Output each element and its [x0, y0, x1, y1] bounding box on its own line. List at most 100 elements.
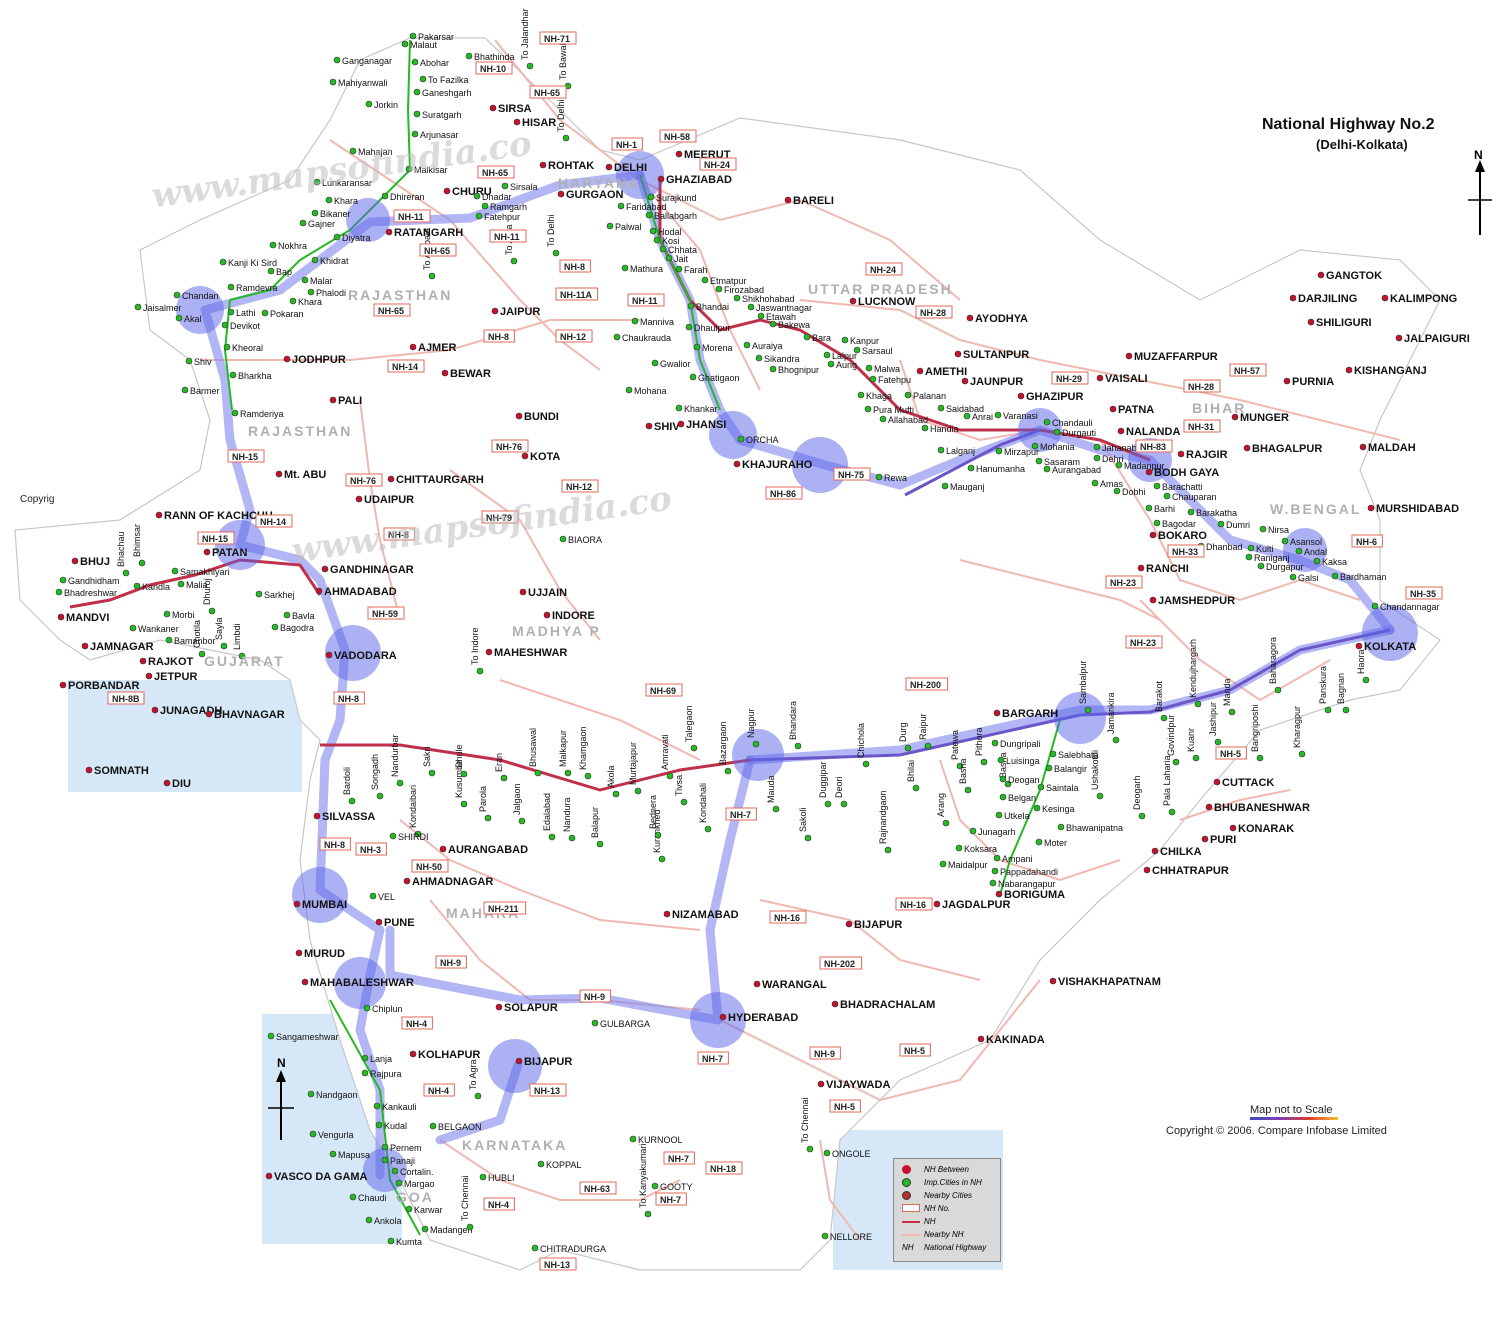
city-dot [1217, 520, 1225, 528]
nh-box [227, 449, 265, 463]
city-label: Murtajapur [628, 742, 638, 785]
city-dot [537, 1160, 545, 1168]
nh-label: NH-200 [910, 680, 941, 690]
city-label: Kesinga [1042, 804, 1075, 814]
nh-label: NH-24 [870, 265, 896, 275]
nh-box [1351, 534, 1383, 548]
city-dot [715, 285, 723, 293]
city-label: Bhandara [788, 701, 798, 740]
city-dot [737, 435, 745, 443]
city-label: Durgapur [1266, 562, 1304, 572]
city-dot [59, 576, 67, 584]
city-label: Fatehpur [484, 212, 520, 222]
city-dot [395, 1179, 403, 1187]
city-dot [155, 511, 163, 519]
city-label: Khara [298, 297, 322, 307]
city-dot [821, 1232, 829, 1240]
nh-box [107, 691, 145, 705]
city-dot [409, 1050, 417, 1058]
city-label: Malwa [874, 364, 900, 374]
legend-symbol [902, 1230, 920, 1239]
highlight-varanasi [1018, 408, 1062, 452]
nh-box [483, 901, 527, 915]
city-label: Andal [1304, 547, 1327, 557]
region-label: HARYANA [558, 175, 640, 191]
nh-label: NH-7 [702, 1054, 723, 1064]
city-label: PORBANDAR [68, 680, 140, 692]
city-dot [1053, 428, 1061, 436]
city-dot [665, 254, 673, 262]
city-label: SHILIGURI [1316, 317, 1372, 329]
city-dot [1112, 736, 1120, 744]
city-dot [325, 196, 333, 204]
city-label: Rewa [884, 473, 907, 483]
city-dot [411, 130, 419, 138]
city-label: Gwalior [660, 359, 691, 369]
city-label: Chichola [856, 723, 866, 758]
nh-box [355, 842, 387, 856]
city-dot [831, 1000, 839, 1008]
city-label: GHAZIPUR [1026, 391, 1084, 403]
city-dot [606, 222, 614, 230]
nh-box [1183, 419, 1221, 433]
city-label: Junagarh [978, 827, 1016, 837]
city-label: Dhaulpur [694, 323, 731, 333]
city-label: Chiplun [372, 1004, 403, 1014]
city-label: KONARAK [1238, 823, 1294, 835]
city-dot [181, 386, 189, 394]
city-dot [1115, 461, 1123, 469]
city-label: ONGOLE [832, 1149, 871, 1159]
city-dot [1043, 418, 1051, 426]
city-dot [1231, 413, 1239, 421]
region-label: GUJARAT [204, 653, 285, 669]
city-dot [501, 182, 509, 190]
city-dot [690, 744, 698, 752]
city-dot [967, 464, 975, 472]
nh-box [725, 807, 757, 821]
city-label: JETPUR [154, 671, 197, 683]
nh-label: NH-5 [834, 1102, 855, 1112]
city-label: Palwal [615, 222, 642, 232]
city-label: BARGARH [1002, 708, 1058, 720]
city-dot [293, 900, 301, 908]
city-dot [995, 890, 1003, 898]
nearby-nh-network [200, 39, 1401, 1241]
city-dot [1359, 443, 1367, 451]
city-dot [151, 706, 159, 714]
city-dot [649, 227, 657, 235]
nh-label: NH-28 [1188, 382, 1214, 392]
city-label: Patewa [950, 730, 960, 760]
city-dot [255, 590, 263, 598]
city-dot [769, 320, 777, 328]
legend-symbol [902, 1165, 911, 1176]
city-dot [1257, 562, 1265, 570]
city-label: RAJKOT [148, 656, 194, 668]
city-label: Panaji [390, 1156, 415, 1166]
city-dot [1214, 738, 1222, 746]
city-dot [1187, 508, 1195, 516]
nh-box [555, 287, 599, 301]
city-label: Chandauli [1052, 418, 1093, 428]
city-label: Amas [1100, 479, 1124, 489]
nh-label: NH-7 [660, 1195, 681, 1205]
city-label: BOKARO [1158, 530, 1207, 542]
nh-box [483, 329, 515, 343]
nh-label: NH-35 [1410, 589, 1436, 599]
city-dot [631, 317, 639, 325]
city-dot [841, 336, 849, 344]
nh-label: NH-71 [544, 34, 570, 44]
city-dot [163, 610, 171, 618]
city-dot [924, 742, 932, 750]
city-label: CHHATRAPUR [1152, 865, 1229, 877]
city-label: Bhandai [696, 302, 729, 312]
city-dot [644, 1210, 652, 1218]
city-label: Ganganagar [342, 56, 392, 66]
city-dot [419, 75, 427, 83]
city-dot [409, 343, 417, 351]
nh-label: NH-8 [388, 530, 409, 540]
nh-label: NH-63 [584, 1184, 610, 1194]
highlight-mahabaleshwar [334, 957, 386, 1009]
city-label: Sakri [422, 746, 432, 767]
city-dot [1004, 780, 1012, 788]
